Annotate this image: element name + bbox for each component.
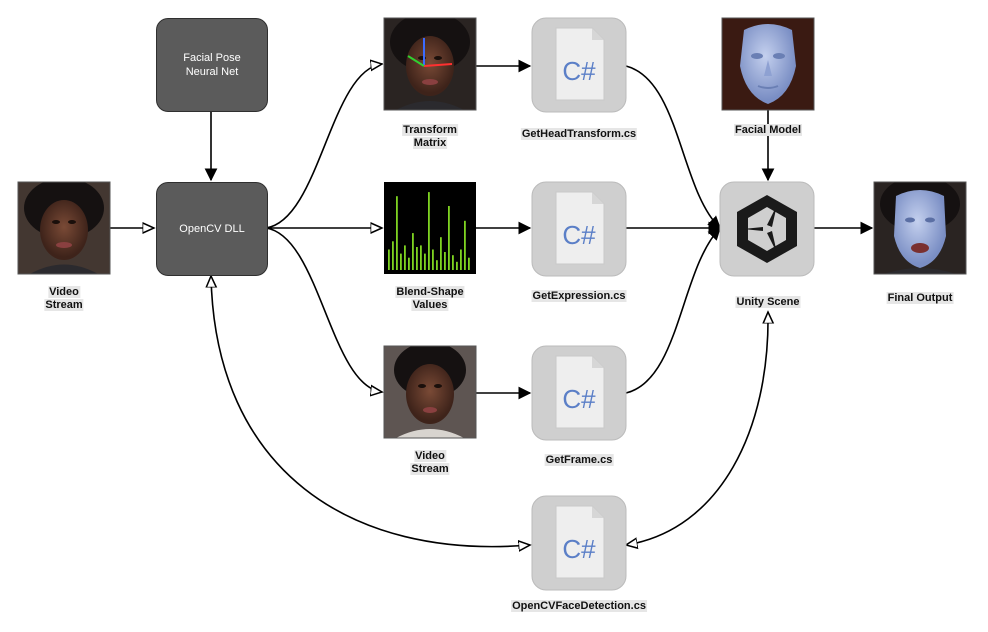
opencv-face-detection-label: OpenCVFaceDetection.cs <box>511 600 647 613</box>
edge-opencv-videomid <box>266 228 382 392</box>
edge-getframe-unity <box>626 228 720 393</box>
blend-bar <box>448 206 450 270</box>
blend-bar <box>420 245 422 270</box>
edge-facedetect-unity <box>626 312 768 545</box>
blend-bar <box>464 221 466 270</box>
cs-glyph: C# <box>562 56 596 86</box>
facial-pose-neural-net-node: Facial Pose Neural Net <box>156 18 268 112</box>
video-stream-input-image <box>18 178 110 274</box>
cs-tile-gethead: C# <box>532 18 626 112</box>
cs-tile-facedetect: C# <box>532 496 626 590</box>
facial-model-image <box>722 18 814 110</box>
blend-bar <box>468 258 470 270</box>
blend-bar <box>432 250 434 271</box>
blend-bar <box>396 196 398 270</box>
video-stream-input-label: Video Stream <box>44 286 83 312</box>
blend-shape-image <box>384 182 476 274</box>
blend-bar <box>456 262 458 270</box>
edge-opencv-transform <box>266 64 382 228</box>
opencv-dll-node: OpenCV DLL <box>156 182 268 276</box>
blend-bar <box>424 254 426 270</box>
neural-net-line1: Facial Pose <box>183 51 240 65</box>
blend-shape-label: Blend-Shape Values <box>395 286 464 312</box>
neural-net-line2: Neural Net <box>183 65 240 79</box>
blend-bar <box>416 247 418 270</box>
get-frame-label: GetFrame.cs <box>545 454 614 467</box>
blend-bar <box>428 192 430 270</box>
blend-bar <box>452 255 454 270</box>
edge-facedetect-opencv <box>211 276 530 547</box>
video-stream-mid-label: Video Stream <box>410 450 449 476</box>
blend-bar <box>412 233 414 270</box>
transform-matrix-label: Transform Matrix <box>402 124 458 150</box>
blend-bar <box>408 258 410 270</box>
blend-bar <box>388 250 390 271</box>
blend-bar <box>460 250 462 271</box>
cs-glyph: C# <box>562 534 596 564</box>
blend-bar <box>400 254 402 270</box>
blend-bar <box>392 241 394 270</box>
cs-glyph: C# <box>562 384 596 414</box>
cs-tile-getexpr: C# <box>532 182 626 276</box>
cs-glyph: C# <box>562 220 596 250</box>
transform-matrix-image <box>384 12 476 110</box>
blend-bar <box>404 245 406 270</box>
final-output-label: Final Output <box>887 292 954 305</box>
get-head-transform-label: GetHeadTransform.cs <box>521 128 637 141</box>
unity-scene-label: Unity Scene <box>736 296 801 309</box>
final-output-image <box>874 176 966 274</box>
opencv-dll-text: OpenCV DLL <box>179 222 244 236</box>
edge-gethead-unity <box>626 66 720 228</box>
facial-model-label: Facial Model <box>734 124 802 137</box>
blend-bar <box>436 260 438 270</box>
blend-bar <box>440 237 442 270</box>
cs-tile-getframe: C# <box>532 346 626 440</box>
blend-bar <box>444 252 446 270</box>
unity-tile <box>720 182 814 276</box>
video-stream-mid-image <box>384 342 476 438</box>
get-expression-label: GetExpression.cs <box>532 290 627 303</box>
